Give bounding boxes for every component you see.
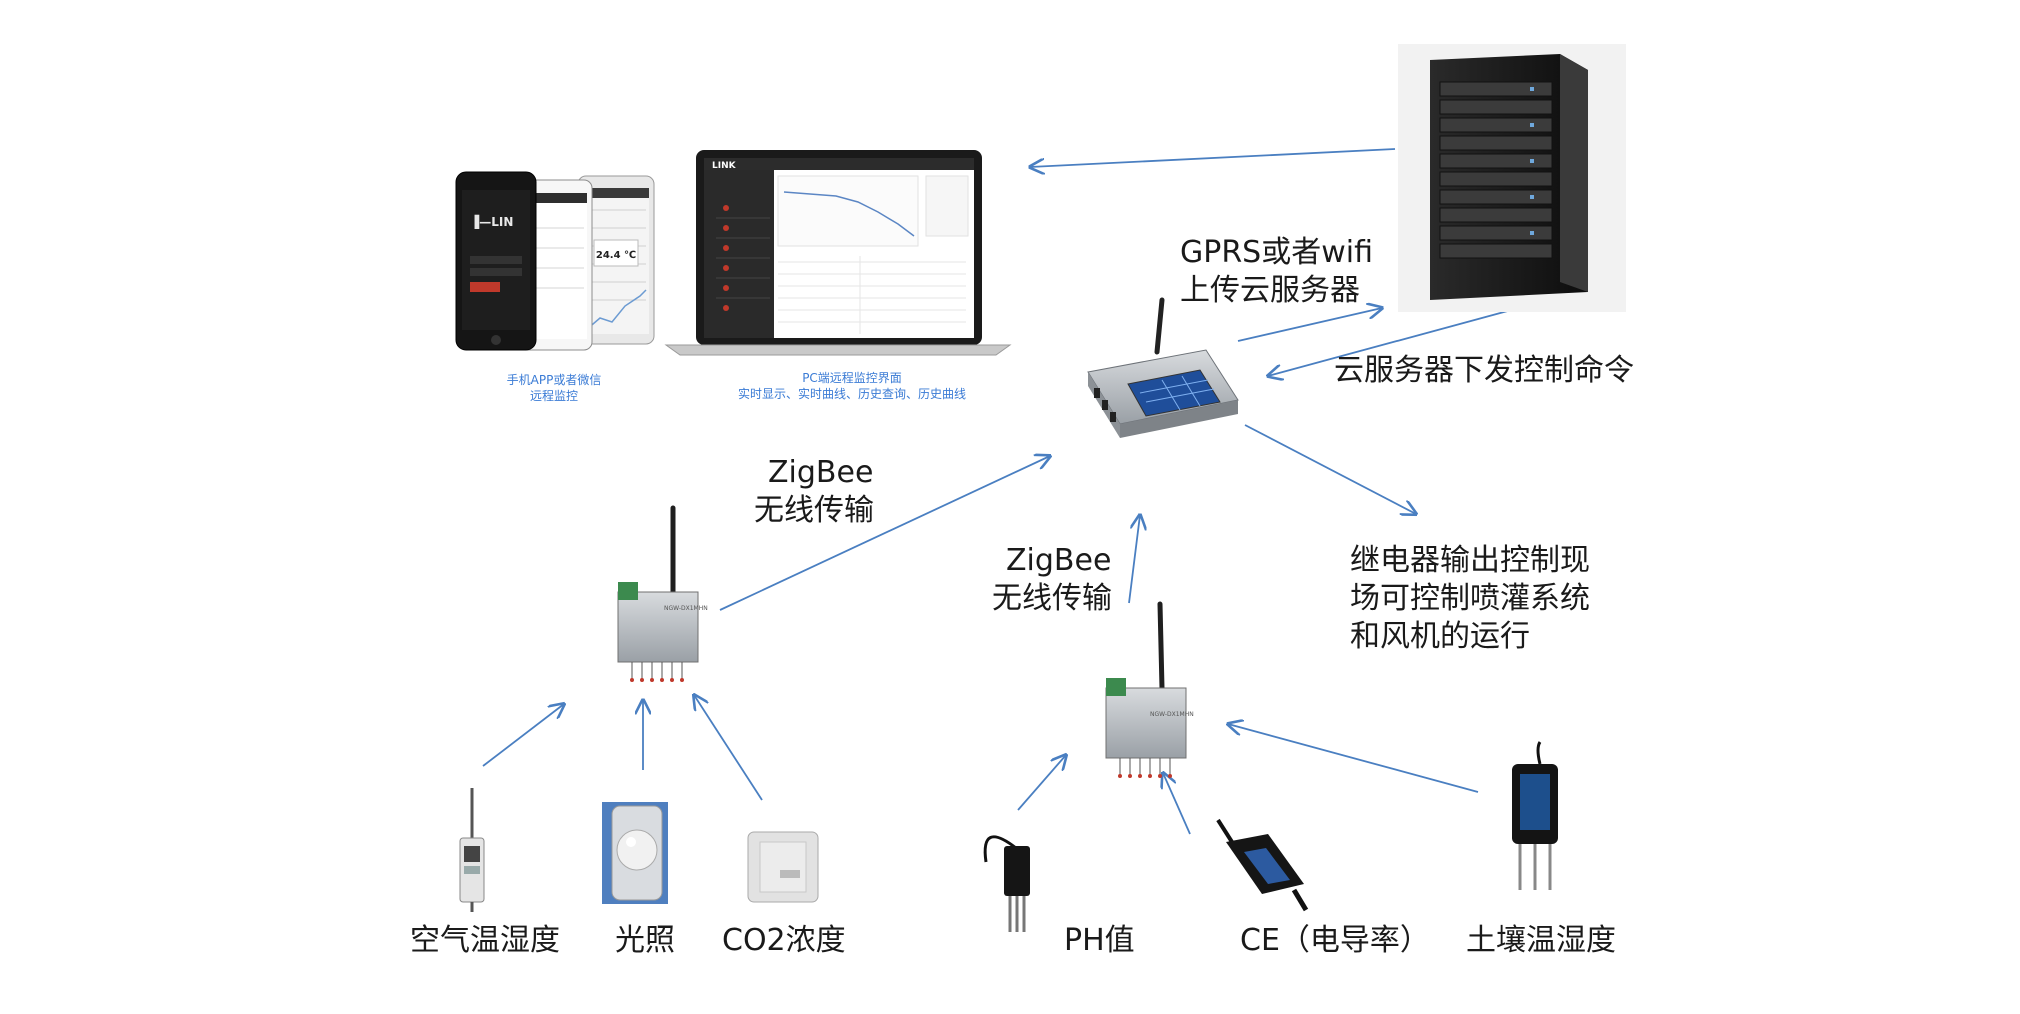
svg-text:▐—LIN: ▐—LIN bbox=[470, 214, 513, 229]
sensor-label-ce: CE（电导率） bbox=[1240, 923, 1430, 958]
mobile-caption: 手机APP或者微信 远程监控 bbox=[474, 372, 634, 404]
arrow-ph-to-right-node bbox=[1017, 755, 1066, 811]
server-rack bbox=[1398, 44, 1626, 312]
arrow-co2-to-left-node bbox=[694, 695, 763, 801]
zigbee-left-line2: 无线传输 bbox=[754, 493, 874, 528]
zigbee-node-right: NGW-DX1MHN bbox=[1105, 601, 1194, 778]
arrow-gateway-to-relay bbox=[1244, 424, 1416, 514]
light-sensor-icon bbox=[602, 802, 668, 904]
relay-label: 继电器输出控制现 场可控制喷灌系统 和风机的运行 bbox=[1350, 542, 1590, 656]
ce-sensor-icon bbox=[1216, 818, 1309, 912]
relay-label-line3: 和风机的运行 bbox=[1350, 619, 1530, 654]
laptop-brand: LINK bbox=[712, 161, 737, 171]
soil-sensor-icon bbox=[1512, 741, 1558, 890]
zigbee-right-line2: 无线传输 bbox=[992, 581, 1112, 616]
zigbee-left-line1: ZigBee bbox=[768, 455, 874, 490]
cloud-command-label: 云服务器下发控制命令 bbox=[1334, 353, 1634, 388]
arrow-soil-to-right-node bbox=[1228, 724, 1479, 793]
gateway-device bbox=[1087, 297, 1239, 438]
zigbee-right-line1: ZigBee bbox=[1006, 543, 1112, 578]
pc-caption-line1: PC端远程监控界面 bbox=[802, 371, 902, 385]
arrow-ce-to-right-node bbox=[1163, 773, 1191, 835]
ph-sensor-icon bbox=[983, 835, 1030, 932]
phone-value: 24.4 ℃ bbox=[596, 250, 636, 261]
svg-text:NGW-DX1MHN: NGW-DX1MHN bbox=[664, 605, 708, 612]
zigbee-right-label: ZigBee 无线传输 bbox=[992, 542, 1112, 618]
mobile-caption-line2: 远程监控 bbox=[529, 389, 578, 403]
mobile-caption-line1: 手机APP或者微信 bbox=[506, 373, 602, 387]
pc-caption: PC端远程监控界面 实时显示、实时曲线、历史查询、历史曲线 bbox=[722, 370, 982, 402]
sensor-label-co2: CO2浓度 bbox=[722, 923, 846, 958]
relay-label-line2: 场可控制喷灌系统 bbox=[1350, 581, 1590, 616]
air-sensor-icon bbox=[459, 788, 485, 912]
phone-value-box bbox=[593, 239, 639, 267]
arrow-left-node-to-gateway bbox=[719, 456, 1050, 611]
sensor-label-ph: PH值 bbox=[1064, 923, 1135, 958]
sensor-label-air: 空气温湿度 bbox=[410, 923, 560, 958]
arrows bbox=[482, 148, 1516, 835]
gprs-label: GPRS或者wifi 上传云服务器 bbox=[1180, 234, 1373, 310]
arrow-server-to-gateway bbox=[1268, 308, 1516, 376]
zigbee-left-label: ZigBee 无线传输 bbox=[754, 454, 874, 530]
gprs-label-line2: 上传云服务器 bbox=[1180, 273, 1360, 308]
sensor-label-soil: 土壤温湿度 bbox=[1466, 923, 1616, 958]
gprs-label-line1: GPRS或者wifi bbox=[1180, 235, 1373, 270]
arrow-server-to-laptop bbox=[1030, 148, 1396, 167]
sensor-label-light: 光照 bbox=[615, 923, 675, 958]
relay-label-line1: 继电器输出控制现 bbox=[1350, 543, 1590, 578]
mobile-phones: ▐—LIN 24.4 ℃ bbox=[455, 171, 655, 351]
pc-caption-line2: 实时显示、实时曲线、历史查询、历史曲线 bbox=[737, 387, 966, 401]
zigbee-node-left: NGW-DX1MHN bbox=[617, 505, 708, 682]
svg-text:NGW-DX1MHN: NGW-DX1MHN bbox=[1150, 711, 1194, 718]
arrow-air-to-left-node bbox=[482, 704, 564, 767]
laptop: LINK bbox=[664, 150, 1012, 356]
co2-sensor-icon bbox=[747, 831, 819, 903]
arrow-gateway-to-server bbox=[1237, 308, 1382, 342]
arrow-right-node-to-gateway bbox=[1128, 515, 1140, 604]
